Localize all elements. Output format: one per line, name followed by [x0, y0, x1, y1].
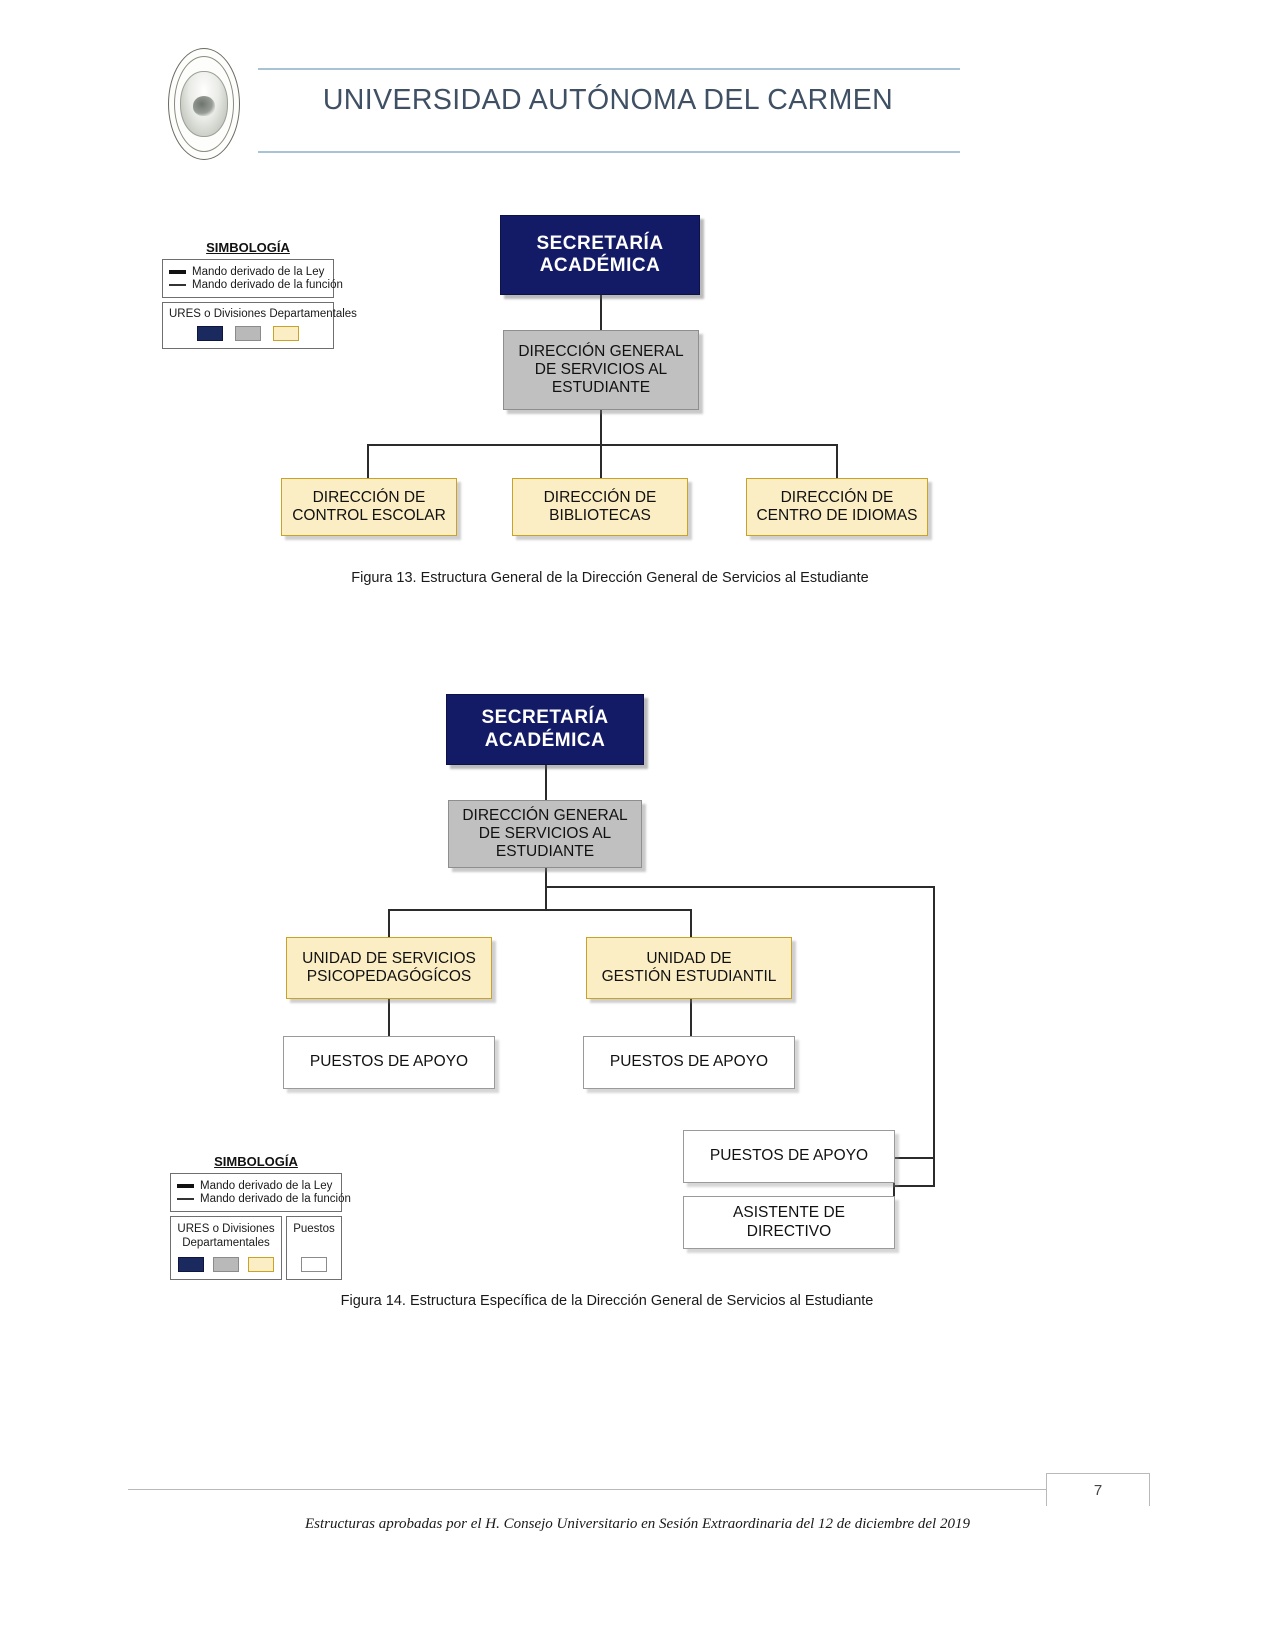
node-unidad-servicios-psicopedagogicos[interactable]: UNIDAD DE SERVICIOS PSICOPEDAGÓGÍCOS — [286, 937, 492, 999]
legend-puestos-box: Puestos — [286, 1216, 342, 1280]
connector-horizontal-bus — [367, 444, 837, 446]
thin-line-icon — [177, 1198, 194, 1200]
legend-simbologia-figure-13: SIMBOLOGÍA Mando derivado de la Ley Mand… — [162, 240, 357, 349]
connector-f14-to-unit-2 — [690, 909, 692, 937]
legend-swatch-caption: URES o Divisiones Departamentales — [169, 308, 357, 320]
connector-f14-unit2-to-support — [690, 999, 692, 1036]
node-direccion-bibliotecas[interactable]: DIRECCIÓN DE BIBLIOTECAS — [512, 478, 688, 536]
node-line-1: UNIDAD DE — [646, 949, 732, 967]
node-line-1: DIRECCIÓN GENERAL — [518, 342, 684, 360]
legend-title: SIMBOLOGÍA — [214, 1154, 298, 1169]
legend-row-funcion: Mando derivado de la función — [177, 1193, 351, 1205]
node-line-1: DIRECCIÓN DE — [543, 488, 657, 506]
swatch-gray — [235, 326, 261, 341]
node-label: PUESTOS DE APOYO — [609, 1053, 769, 1071]
legend-line-styles: Mando derivado de la Ley Mando derivado … — [162, 259, 343, 298]
node-puestos-de-apoyo-2[interactable]: PUESTOS DE APOYO — [583, 1036, 795, 1089]
connector-f14-lateral-to-assistant — [893, 1185, 935, 1187]
connector-f14-lateral-vertical — [933, 886, 935, 1186]
node-line-1: DIRECCIÓN DE — [780, 488, 894, 506]
connector-to-child-1 — [367, 444, 369, 478]
node-line-1: UNIDAD DE SERVICIOS — [302, 949, 476, 967]
node-line-2: PSICOPEDAGÓGÍCOS — [306, 968, 472, 985]
node-direccion-centro-idiomas[interactable]: DIRECCIÓN DE CENTRO DE IDIOMAS — [746, 478, 928, 536]
node-line-2: CONTROL ESCOLAR — [292, 507, 446, 524]
swatch-white — [301, 1256, 327, 1272]
connector-root-to-dg — [600, 295, 602, 330]
header-rule-bottom — [258, 151, 960, 153]
swatch-yellow — [273, 326, 299, 341]
node-unidad-gestion-estudiantil[interactable]: UNIDAD DE GESTIÓN ESTUDIANTIL — [586, 937, 792, 999]
thick-line-icon — [177, 1184, 194, 1188]
node-line-2: ACADÉMICA — [539, 255, 661, 276]
page-title: UNIVERSIDAD AUTÓNOMA DEL CARMEN — [322, 84, 894, 116]
node-line-2: CENTRO DE IDIOMAS — [756, 507, 918, 524]
node-line-2: DIRECTIVO — [746, 1222, 832, 1240]
node-line-2: GESTIÓN ESTUDIANTIL — [601, 968, 777, 985]
legend-swatch-caption: URES o Divisiones Departamentales — [177, 1223, 275, 1250]
legend-label: Mando derivado de la Ley — [200, 1180, 333, 1192]
swatch-navy — [178, 1256, 204, 1272]
legend-label: Mando derivado de la función — [200, 1193, 351, 1205]
legend-swatches-box: URES o Divisiones Departamentales — [162, 302, 357, 349]
node-direccion-general-servicios-estudiante[interactable]: DIRECCIÓN GENERAL DE SERVICIOS AL ESTUDI… — [503, 330, 699, 410]
node-line-2: DE SERVICIOS AL — [534, 360, 668, 378]
node-line-1: DIRECCIÓN GENERAL — [462, 806, 628, 824]
figure-14-caption: Figura 14. Estructura Específica de la D… — [340, 1293, 874, 1309]
node-line-1: SECRETARÍA — [481, 707, 609, 729]
thick-line-icon — [169, 270, 186, 274]
swatch-navy — [197, 326, 223, 341]
footer-rule — [128, 1489, 1150, 1490]
legend-title: SIMBOLOGÍA — [206, 240, 290, 255]
node-f14-secretaria-academica[interactable]: SECRETARÍA ACADÉMICA — [446, 694, 644, 765]
swatch-yellow — [248, 1256, 274, 1272]
connector-f14-to-unit-1 — [388, 909, 390, 937]
connector-f14-horizontal-bus — [388, 909, 692, 911]
page-number: 7 — [1093, 1481, 1103, 1499]
legend-label: Mando derivado de la Ley — [192, 266, 325, 278]
node-line-1: DIRECCIÓN DE — [312, 488, 426, 506]
legend-row-ley: Mando derivado de la Ley — [177, 1180, 334, 1192]
node-line-3: ESTUDIANTE — [495, 843, 595, 861]
legend-puestos-caption: Puestos — [293, 1223, 335, 1235]
node-label: PUESTOS DE APOYO — [709, 1147, 869, 1165]
legend-ures-box: URES o Divisiones Departamentales — [170, 1216, 282, 1280]
node-line-2: BIBLIOTECAS — [549, 507, 651, 524]
node-secretaria-academica[interactable]: SECRETARÍA ACADÉMICA — [500, 215, 700, 295]
legend-label: Mando derivado de la función — [192, 279, 343, 291]
node-line-2: DE SERVICIOS AL — [478, 824, 612, 842]
connector-f14-lateral-stub — [893, 1157, 895, 1223]
node-direccion-control-escolar[interactable]: DIRECCIÓN DE CONTROL ESCOLAR — [281, 478, 457, 536]
figure-13-caption: Figura 13. Estructura General de la Dire… — [351, 570, 869, 586]
node-label: PUESTOS DE APOYO — [309, 1053, 469, 1071]
node-f14-direccion-general-servicios-estudiante[interactable]: DIRECCIÓN GENERAL DE SERVICIOS AL ESTUDI… — [448, 800, 642, 868]
connector-to-child-2 — [600, 444, 602, 478]
swatch-gray — [213, 1256, 239, 1272]
node-puestos-de-apoyo-1[interactable]: PUESTOS DE APOYO — [283, 1036, 495, 1089]
legend-simbologia-figure-14: SIMBOLOGÍA Mando derivado de la Ley Mand… — [170, 1154, 351, 1280]
connector-to-child-3 — [836, 444, 838, 478]
node-asistente-de-directivo[interactable]: ASISTENTE DE DIRECTIVO — [683, 1196, 895, 1249]
node-line-1: ASISTENTE DE — [733, 1204, 845, 1222]
node-line-2: ACADÉMICA — [484, 729, 606, 751]
node-line-1: SECRETARÍA — [536, 232, 664, 254]
thin-line-icon — [169, 284, 186, 286]
connector-f14-root-to-dg — [545, 765, 547, 800]
page-number-box: 7 — [1046, 1473, 1150, 1506]
header-rule-top — [258, 68, 960, 70]
page-header: UNIVERSIDAD AUTÓNOMA DEL CARMEN — [0, 0, 1275, 175]
footer-note: Estructuras aprobadas por el H. Consejo … — [305, 1516, 970, 1532]
connector-f14-dg-down — [545, 868, 547, 910]
node-puestos-de-apoyo-3[interactable]: PUESTOS DE APOYO — [683, 1130, 895, 1183]
legend-line-styles: Mando derivado de la Ley Mando derivado … — [170, 1173, 351, 1212]
legend-row-funcion: Mando derivado de la función — [169, 279, 343, 291]
connector-dg-down — [600, 410, 602, 445]
connector-f14-unit1-to-support — [388, 999, 390, 1036]
connector-f14-lateral-to-support3 — [893, 1157, 935, 1159]
connector-f14-lateral-top — [545, 886, 935, 888]
legend-row-ley: Mando derivado de la Ley — [169, 266, 326, 278]
node-line-3: ESTUDIANTE — [551, 379, 651, 397]
university-seal-logo — [168, 48, 240, 160]
